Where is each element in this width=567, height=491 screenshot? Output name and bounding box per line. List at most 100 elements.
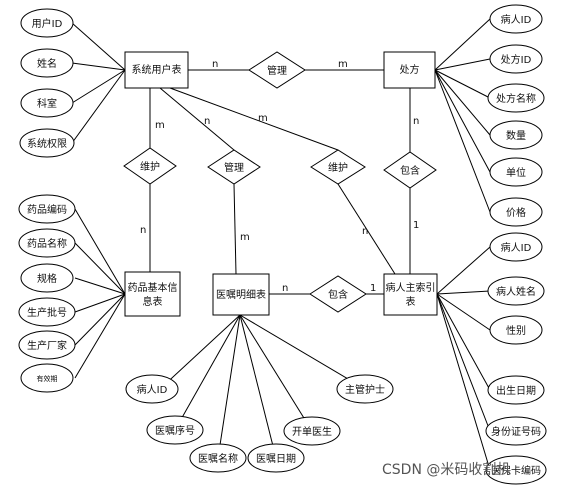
entity-label-line1: 病人主索引 — [386, 281, 436, 294]
attribute-patient-id: 病人ID — [489, 232, 543, 262]
entity-order-detail: 医嘱明细表 — [212, 273, 270, 316]
relationship-label: 管理 — [224, 161, 244, 174]
relationship-label: 维护 — [328, 161, 348, 174]
attribute-batch-number: 生产批号 — [18, 297, 76, 327]
attribute-label: 病人ID — [137, 383, 168, 396]
attribute-label: 医嘱序号 — [155, 424, 195, 437]
cardinality-label: n — [362, 226, 368, 237]
attribute-patient-name: 病人姓名 — [487, 276, 545, 306]
attribute-label: 生产厂家 — [27, 339, 67, 352]
attribute-department: 科室 — [20, 88, 74, 118]
relationship-label: 管理 — [267, 64, 287, 77]
entity-drug-info: 药品基本信 息表 — [124, 271, 181, 317]
attribute-label: 病人姓名 — [496, 285, 536, 298]
relationship-manage-mid: 管理 — [207, 149, 261, 185]
cardinality-label: n — [413, 116, 419, 127]
entity-patient-index: 病人主索引 表 — [383, 273, 438, 316]
attribute-label: 生产批号 — [27, 306, 67, 319]
attribute-prescription-id: 处方ID — [489, 44, 543, 74]
attribute-label: 处方名称 — [496, 92, 536, 105]
attribute-label: 用户ID — [32, 17, 63, 30]
attribute-name: 姓名 — [20, 48, 74, 78]
cardinality-label: m — [240, 232, 250, 243]
attribute-connectors — [71, 18, 491, 471]
relationship-label: 包含 — [328, 288, 348, 301]
attribute-id-card: 身份证号码 — [485, 416, 547, 446]
attribute-label: 有效期 — [37, 374, 58, 383]
attribute-gender: 性别 — [489, 315, 543, 345]
attribute-drug-name: 药品名称 — [18, 228, 76, 258]
cardinality-label: n — [140, 225, 146, 236]
attribute-label: 处方ID — [501, 53, 532, 66]
attribute-patient-id: 病人ID — [489, 4, 543, 34]
attribute-manufacturer: 生产厂家 — [18, 330, 76, 360]
attribute-user-id: 用户ID — [20, 8, 74, 38]
attribute-doctor: 开单医生 — [283, 416, 341, 446]
attribute-drug-code: 药品编码 — [18, 194, 76, 224]
cardinality-labels: n m m n n m m n n 1 n 1 — [140, 59, 419, 294]
entity-label-line2: 表 — [406, 295, 416, 308]
watermark: CSDN @米码收割机 — [382, 461, 510, 478]
attribute-label: 病人ID — [501, 13, 532, 26]
cardinality-label: m — [258, 113, 268, 124]
attribute-label: 医嘱日期 — [256, 453, 296, 465]
attribute-label: 医嘱名称 — [198, 452, 238, 465]
attribute-prescription-name: 处方名称 — [487, 83, 545, 113]
entity-label-line1: 药品基本信 — [128, 281, 178, 294]
attribute-order-date: 医嘱日期 — [247, 443, 305, 473]
relationship-connectors — [149, 69, 411, 295]
attribute-label: 价格 — [506, 206, 526, 219]
attribute-label: 开单医生 — [292, 425, 332, 438]
entity-prescription: 处方 — [383, 51, 436, 89]
relationship-contains-bottom: 包含 — [309, 275, 367, 313]
attribute-label: 科室 — [37, 97, 57, 110]
order-detail-attributes: 病人ID 医嘱序号 医嘱名称 医嘱日期 开单医生 主管护士 — [125, 374, 394, 473]
attribute-label: 药品名称 — [27, 237, 67, 250]
relationship-manage-top: 管理 — [248, 51, 306, 89]
cardinality-label: n — [212, 59, 218, 70]
patient-index-attributes: 病人ID 病人姓名 性别 出生日期 身份证号码 医保卡编码 — [485, 232, 547, 485]
entity-label: 医嘱明细表 — [216, 288, 266, 301]
relationship-label: 包含 — [400, 164, 420, 177]
attribute-label: 系统权限 — [27, 137, 67, 150]
cardinality-label: 1 — [413, 220, 419, 231]
cardinality-label: 1 — [370, 283, 376, 294]
entity-user-table: 系统用户表 — [124, 51, 189, 89]
attribute-label: 数量 — [506, 129, 526, 142]
attribute-label: 医保卡编码 — [491, 464, 541, 477]
attribute-expiry: 有效期 — [20, 363, 74, 393]
cardinality-label: n — [204, 116, 210, 127]
attribute-nurse: 主管护士 — [336, 374, 394, 404]
entity-label: 系统用户表 — [132, 63, 182, 76]
drug-info-attributes: 药品编码 药品名称 规格 生产批号 生产厂家 有效期 — [18, 194, 76, 393]
attribute-order-number: 医嘱序号 — [146, 415, 204, 445]
attribute-unit: 单位 — [489, 157, 543, 187]
attribute-permission: 系统权限 — [19, 128, 75, 158]
attribute-label: 姓名 — [37, 57, 57, 70]
attribute-label: 性别 — [506, 324, 526, 337]
attribute-order-name: 医嘱名称 — [189, 443, 247, 473]
attribute-patient-id: 病人ID — [125, 374, 179, 404]
relationship-label: 维护 — [140, 160, 160, 173]
prescription-attributes: 病人ID 处方ID 处方名称 数量 单位 价格 — [487, 4, 545, 227]
user-table-attributes: 用户ID 姓名 科室 系统权限 — [19, 8, 75, 158]
relationship-contains-top: 包含 — [383, 151, 437, 189]
attribute-insurance-card: 医保卡编码 — [485, 455, 547, 485]
attribute-label: 规格 — [37, 272, 57, 285]
entity-label-line2: 息表 — [143, 295, 163, 308]
cardinality-label: n — [282, 283, 288, 294]
attribute-label: 身份证号码 — [491, 425, 541, 438]
attribute-birth-date: 出生日期 — [487, 375, 545, 405]
attribute-label: 病人ID — [501, 241, 532, 254]
relationship-maintain-left: 维护 — [123, 147, 177, 185]
relationship-maintain-right: 维护 — [310, 149, 366, 185]
attribute-label: 主管护士 — [345, 383, 385, 396]
attribute-quantity: 数量 — [489, 120, 543, 150]
attribute-price: 价格 — [489, 197, 543, 227]
attribute-label: 单位 — [506, 166, 526, 179]
cardinality-label: m — [338, 59, 348, 70]
entity-label: 处方 — [400, 63, 420, 76]
attribute-label: 出生日期 — [496, 384, 536, 397]
attribute-label: 药品编码 — [27, 203, 67, 216]
